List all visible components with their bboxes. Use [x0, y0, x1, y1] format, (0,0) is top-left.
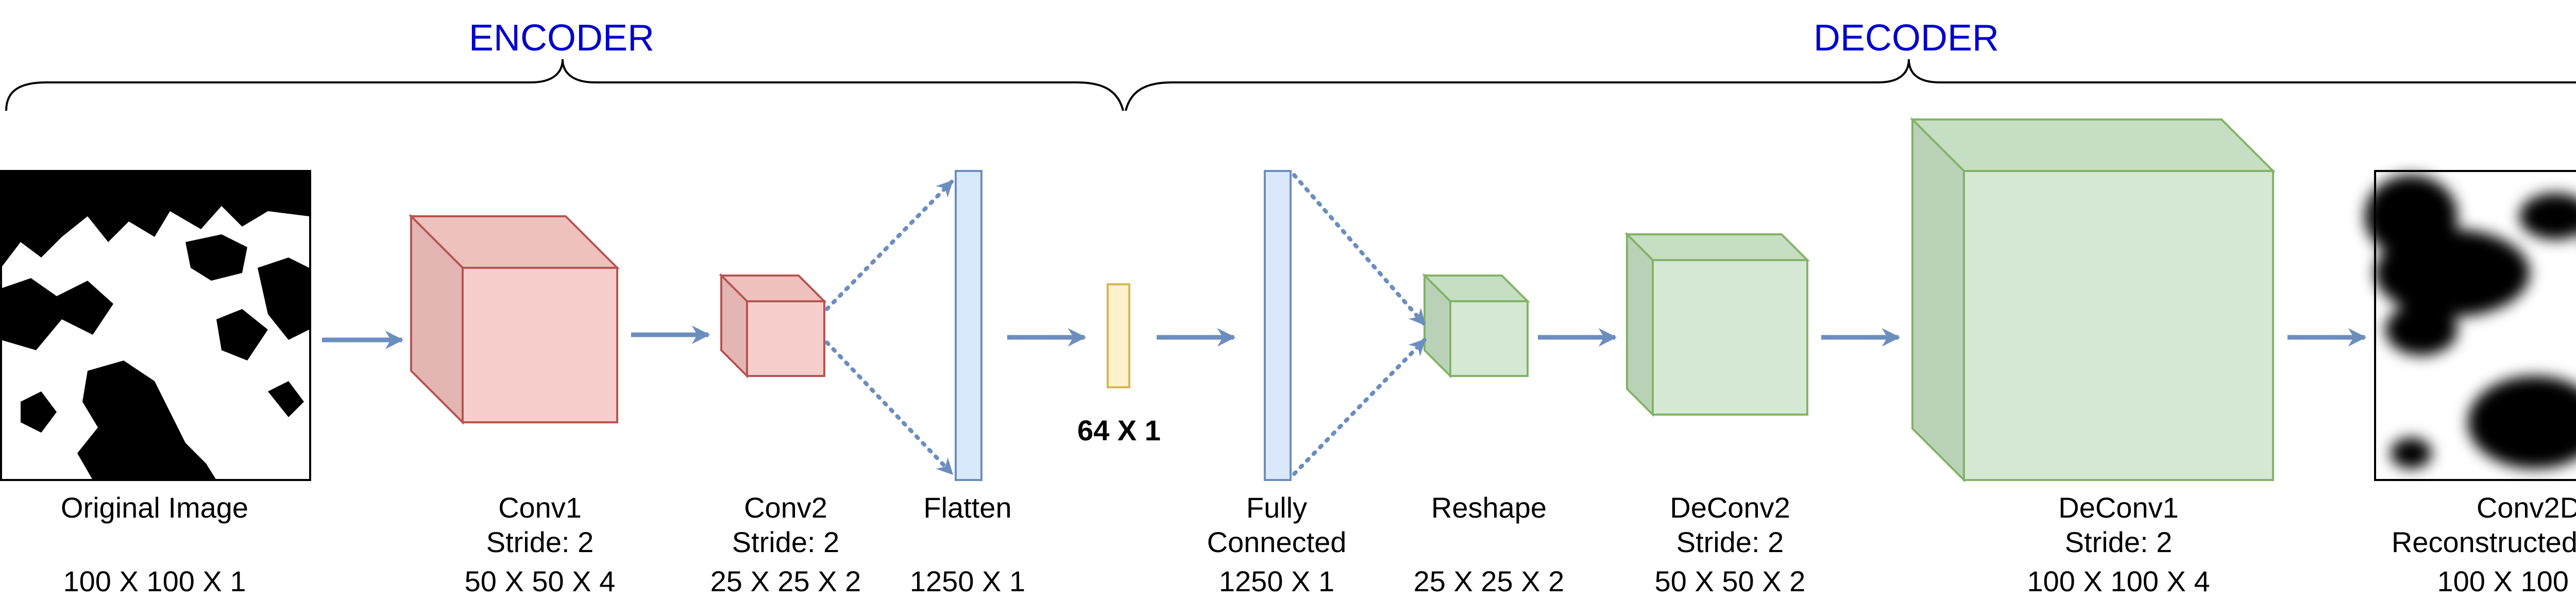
layer-dims: 25 X 25 X 2 [1414, 565, 1565, 597]
layer-sub: Stride: 2 [732, 526, 840, 558]
layer-dims: 1250 X 1 [1219, 565, 1334, 597]
conv1-block [409, 214, 620, 425]
layer-name: Flatten [923, 491, 1011, 524]
encoder-header: ENCODER [469, 18, 654, 59]
layer-name: Fully [1246, 491, 1307, 524]
layer-dims: 50 X 50 X 2 [1655, 565, 1806, 597]
label-fully-connected: Fully Connected 1250 X 1 [1207, 491, 1347, 597]
label-deconv2: DeConv2 Stride: 2 50 X 50 X 2 [1655, 491, 1806, 597]
decoder-header: DECODER [1814, 18, 1999, 59]
layer-dims: 100 X 100 X 1 [2437, 565, 2576, 597]
decoder-brace [1125, 59, 2576, 111]
dotted-arrow-flatten-top [825, 179, 954, 311]
layer-name: DeConv1 [2058, 491, 2178, 524]
dotted-arrow-reshape-top [1292, 173, 1427, 327]
label-reshape: Reshape 25 X 25 X 2 [1414, 491, 1565, 597]
conv2-block [719, 273, 827, 379]
deconv2-block [1624, 232, 1810, 417]
label-conv2d: Conv2D Reconstructed Image 100 X 100 X 1 [2392, 491, 2576, 597]
layer-sub: Stride: 2 [486, 526, 594, 558]
layer-name: Conv2 [744, 491, 827, 524]
label-flatten: Flatten 1250 X 1 [910, 491, 1025, 597]
layer-name: Conv1 [498, 491, 582, 524]
layer-dims: 1250 X 1 [910, 565, 1025, 597]
layer-sub: Reconstructed Image [2392, 526, 2576, 558]
flatten-bar [955, 170, 982, 481]
original-image [0, 170, 311, 481]
fully-connected-bar [1264, 170, 1292, 481]
layer-sub: Stride: 2 [2065, 526, 2173, 558]
layer-dims: 100 X 100 X 4 [2027, 565, 2210, 597]
dotted-arrow-flatten-bottom [825, 340, 954, 476]
label-deconv1: DeConv1 Stride: 2 100 X 100 X 4 [2027, 491, 2210, 597]
layer-name: Conv2D [2477, 491, 2576, 524]
layer-name: Original Image [61, 491, 248, 524]
dotted-arrow-reshape-bottom [1292, 338, 1427, 476]
deconv1-block [1910, 117, 2276, 483]
reshape-block [1422, 273, 1530, 379]
layer-name: DeConv2 [1670, 491, 1790, 524]
layer-name: Reshape [1431, 491, 1547, 524]
label-conv2: Conv2 Stride: 2 25 X 25 X 2 [710, 491, 861, 597]
label-conv1: Conv1 Stride: 2 50 X 50 X 4 [465, 491, 616, 597]
layer-dims: 25 X 25 X 2 [710, 565, 861, 597]
layer-sub: Stride: 2 [1676, 526, 1784, 558]
layer-dims: 50 X 50 X 4 [465, 565, 616, 597]
layer-name-2: Connected [1207, 526, 1347, 558]
reconstructed-image [2365, 170, 2576, 481]
layer-dims: 100 X 100 X 1 [63, 565, 246, 597]
label-original-image: Original Image 100 X 100 X 1 [61, 491, 248, 597]
latent-label: 64 X 1 [1077, 414, 1161, 447]
latent-bar [1107, 283, 1130, 388]
encoder-brace [5, 59, 1124, 111]
